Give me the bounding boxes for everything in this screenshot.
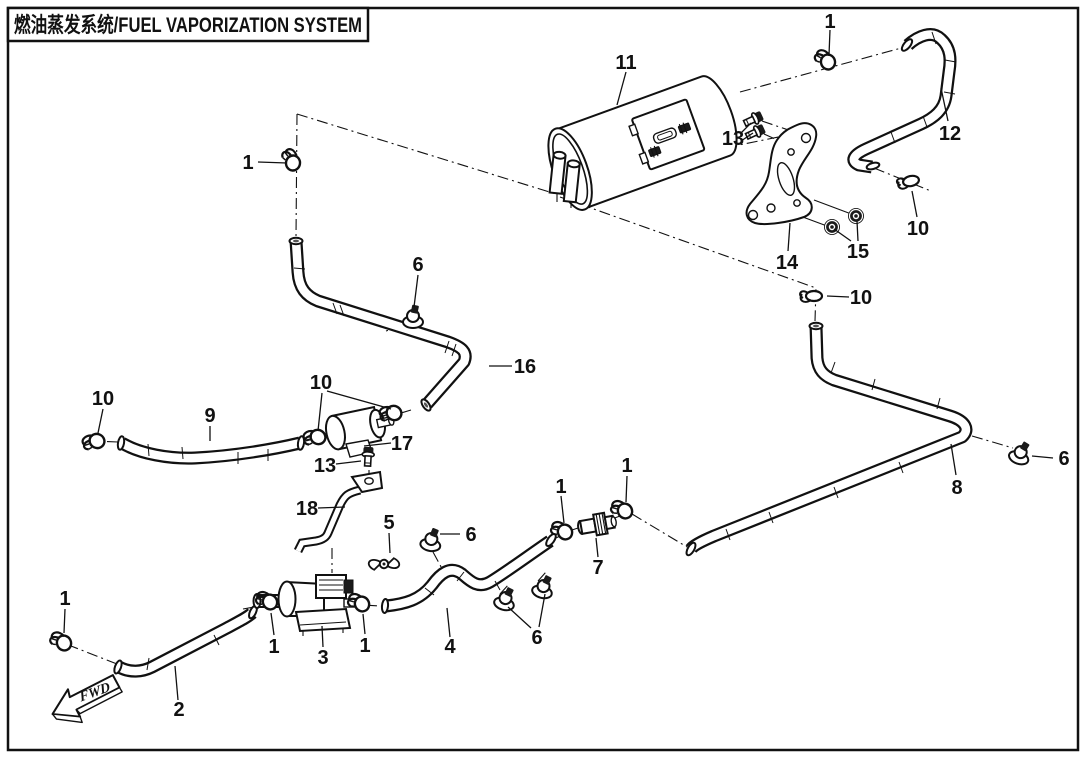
part-label-6-12: 6 bbox=[412, 254, 423, 276]
part-label-10-15: 10 bbox=[310, 372, 332, 394]
part-label-12-4: 12 bbox=[939, 123, 961, 145]
bracket-18 bbox=[293, 470, 384, 554]
nut-icon bbox=[847, 207, 865, 225]
part-label-6-20: 6 bbox=[465, 524, 476, 546]
part-label-4-26: 4 bbox=[444, 636, 456, 658]
hose-8 bbox=[685, 321, 973, 557]
part-label-14-6: 14 bbox=[776, 252, 799, 274]
hose-16 bbox=[288, 236, 472, 412]
part-label-1-0: 1 bbox=[242, 152, 253, 174]
hose-2 bbox=[113, 604, 258, 678]
nut-icon bbox=[823, 218, 841, 236]
part-label-8-10: 8 bbox=[951, 477, 962, 499]
part-label-15-7: 15 bbox=[847, 241, 869, 263]
hose-4 bbox=[380, 532, 557, 614]
part-label-17-16: 17 bbox=[391, 433, 413, 455]
part-label-6-27: 6 bbox=[531, 627, 542, 649]
part-label-10-13: 10 bbox=[92, 388, 114, 410]
part-label-18-18: 18 bbox=[296, 498, 318, 520]
part-label-2-22: 2 bbox=[173, 699, 184, 721]
filter-17 bbox=[324, 405, 395, 458]
part-label-13-3: 13 bbox=[722, 128, 744, 150]
canister-11 bbox=[547, 75, 738, 211]
part-label-7-29: 7 bbox=[592, 557, 603, 579]
page-title: 燃油蒸发系统/FUEL VAPORIZATION SYSTEM bbox=[14, 13, 362, 37]
part-label-1-25: 1 bbox=[359, 635, 370, 657]
part-label-3-24: 3 bbox=[317, 647, 328, 669]
part-label-1-28: 1 bbox=[555, 476, 566, 498]
bracket-14 bbox=[745, 122, 818, 226]
part-label-5-19: 5 bbox=[383, 512, 394, 534]
title-box: 燃油蒸发系统/FUEL VAPORIZATION SYSTEM bbox=[6, 6, 370, 43]
hose-12 bbox=[847, 28, 957, 174]
part-label-11-2: 11 bbox=[615, 52, 636, 74]
part-label-1-1: 1 bbox=[824, 11, 835, 33]
connector-7 bbox=[577, 511, 617, 537]
part-label-9-14: 9 bbox=[204, 405, 215, 427]
part-label-13-17: 13 bbox=[314, 455, 336, 477]
leader-lines bbox=[63, 29, 1054, 701]
part-label-1-23: 1 bbox=[268, 636, 279, 658]
part-label-6-9: 6 bbox=[1058, 448, 1069, 470]
hose-9 bbox=[116, 435, 306, 465]
part-label-10-5: 10 bbox=[907, 218, 929, 240]
canister-nozzles bbox=[548, 150, 581, 204]
part-label-1-21: 1 bbox=[59, 588, 70, 610]
part-label-1-30: 1 bbox=[621, 455, 632, 477]
part-label-16-11: 16 bbox=[514, 356, 536, 378]
part-label-10-8: 10 bbox=[850, 287, 872, 309]
